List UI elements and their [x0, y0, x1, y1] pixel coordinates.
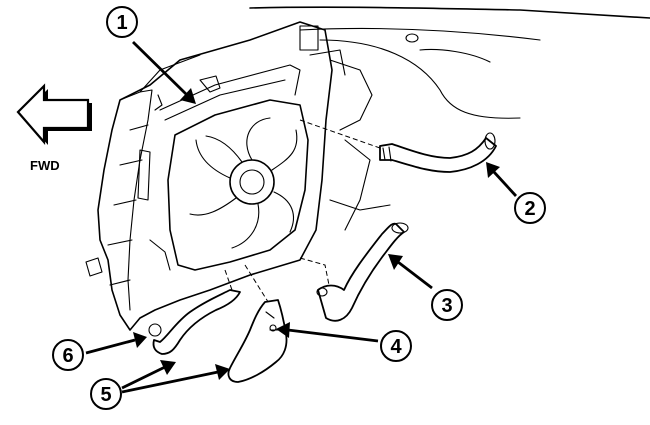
upper-radiator-hose: [299, 119, 497, 173]
callout-6: 6: [52, 339, 84, 371]
leader-3-arrowhead: [388, 254, 403, 270]
leader-5b: [121, 370, 219, 394]
callout-4: 4: [380, 330, 412, 362]
svg-text:3: 3: [441, 295, 452, 317]
radiator-fan-module: [85, 21, 333, 331]
leader-5a: [121, 365, 166, 390]
callout-5: 5: [90, 378, 122, 410]
fwd-label: FWD: [30, 158, 60, 173]
leader-4: [287, 328, 379, 343]
svg-text:2: 2: [524, 198, 535, 220]
fwd-direction-indicator: FWD: [16, 83, 92, 173]
body-panel: [249, 6, 650, 231]
svg-text:6: 6: [62, 345, 73, 367]
leader-1: [132, 41, 187, 95]
leader-4-arrowhead: [276, 322, 290, 338]
callout-1: 1: [106, 6, 138, 38]
svg-text:1: 1: [116, 12, 127, 34]
leader-3: [397, 260, 433, 290]
leader-5b-arrowhead: [215, 364, 230, 380]
callout-2: 2: [514, 192, 546, 224]
callout-3: 3: [431, 289, 463, 321]
leader-6-arrowhead: [133, 332, 147, 348]
leader-2: [492, 171, 518, 197]
leader-1-arrowhead: [180, 88, 196, 104]
svg-text:5: 5: [100, 384, 111, 406]
fwd-arrow-shape: [16, 83, 90, 145]
callout-leaders: [85, 41, 518, 394]
svg-text:4: 4: [390, 336, 402, 358]
lower-radiator-hose: [299, 222, 409, 322]
leader-5a-arrowhead: [160, 360, 176, 375]
leader-6: [85, 338, 136, 355]
leader-2-arrowhead: [486, 162, 500, 178]
